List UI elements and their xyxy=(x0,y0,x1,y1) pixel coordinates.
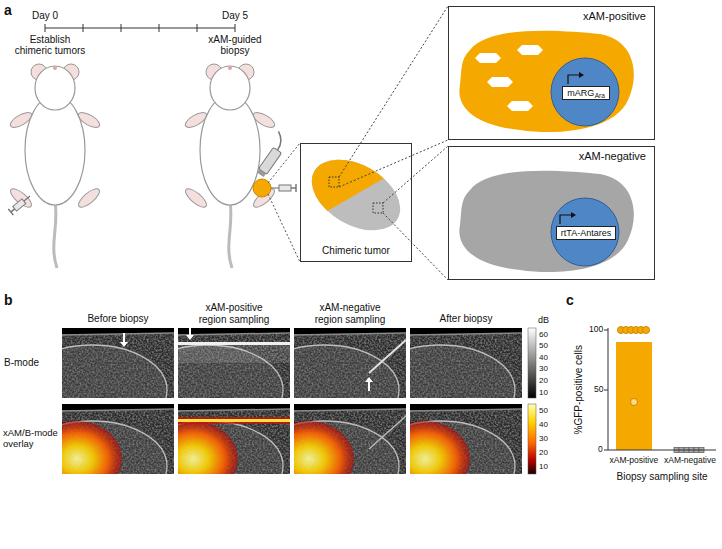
column-heading: After biopsy xyxy=(424,313,509,325)
node-label: Chimeric tumor xyxy=(301,245,411,257)
panel-letter: a xyxy=(4,2,12,18)
panel-letter: c xyxy=(566,292,574,308)
category-label: xAM-positive xyxy=(610,456,659,466)
colorbar-tick: 10 xyxy=(539,388,548,397)
axis-tick: 100 xyxy=(589,325,603,335)
axis-title: %GFP-positive cells xyxy=(572,345,584,434)
colorbar-tick: 60 xyxy=(539,330,548,339)
colorbar-tick: 50 xyxy=(539,406,548,415)
colorbar-tick: 30 xyxy=(539,434,548,443)
gene-box: rtTA-Antares xyxy=(556,226,616,240)
row-label: xAM/B-mode overlay xyxy=(3,428,60,450)
colorbar-tick: 10 xyxy=(539,462,548,471)
node-label: mARG xyxy=(567,88,594,98)
colorbar-tick: 40 xyxy=(539,420,548,429)
colorbar-tick: 40 xyxy=(539,353,548,362)
colorbar-tick: 20 xyxy=(539,376,548,385)
colorbar-tick: 20 xyxy=(539,448,548,457)
timeline-label: Day 0 xyxy=(32,10,58,22)
inset-box: xAM-positive mARGAra xyxy=(448,6,655,140)
colorbar xyxy=(528,328,536,474)
step-label: xAM-guided biopsy xyxy=(200,34,270,57)
unit-label: dB xyxy=(538,315,549,325)
node-label: rtTA-Antares xyxy=(561,228,611,238)
row-label: B-mode xyxy=(4,357,39,369)
timeline xyxy=(45,24,235,32)
chimeric-tumor-box: Chimeric tumor xyxy=(300,143,412,262)
cell-illustration xyxy=(459,171,634,272)
cell-illustration xyxy=(459,31,634,132)
column-heading: xAM-positive region sampling xyxy=(192,302,277,325)
step-label: Establish chimeric tumors xyxy=(12,34,88,57)
chimeric-tumor-illustration xyxy=(299,145,412,245)
zoom-connector xyxy=(383,146,448,280)
axis-tick: 0 xyxy=(598,445,603,455)
node-label: xAM-negative xyxy=(579,150,646,163)
axis-tick: 50 xyxy=(594,385,603,395)
subscript-label: Ara xyxy=(595,92,605,99)
ultrasound-probe xyxy=(252,131,291,177)
colorbar-tick: 30 xyxy=(539,364,548,373)
mouse-illustration xyxy=(8,64,102,268)
axis-title: Biopsy sampling site xyxy=(617,471,708,483)
mouse-illustration xyxy=(183,64,300,268)
colorbar-tick: 50 xyxy=(539,341,548,350)
category-label: xAM-negative xyxy=(664,456,716,466)
column-heading: xAM-negative region sampling xyxy=(308,302,393,325)
ultrasound-overlay-image xyxy=(17,404,522,511)
inset-box: xAM-negative rtTA-Antares xyxy=(448,146,655,280)
node-label: xAM-positive xyxy=(583,10,646,23)
timeline-label: Day 5 xyxy=(222,10,248,22)
column-heading: Before biopsy xyxy=(76,313,161,325)
gene-box: mARGAra xyxy=(562,86,610,100)
panel-letter: b xyxy=(4,292,13,308)
bar-chart xyxy=(604,327,716,453)
